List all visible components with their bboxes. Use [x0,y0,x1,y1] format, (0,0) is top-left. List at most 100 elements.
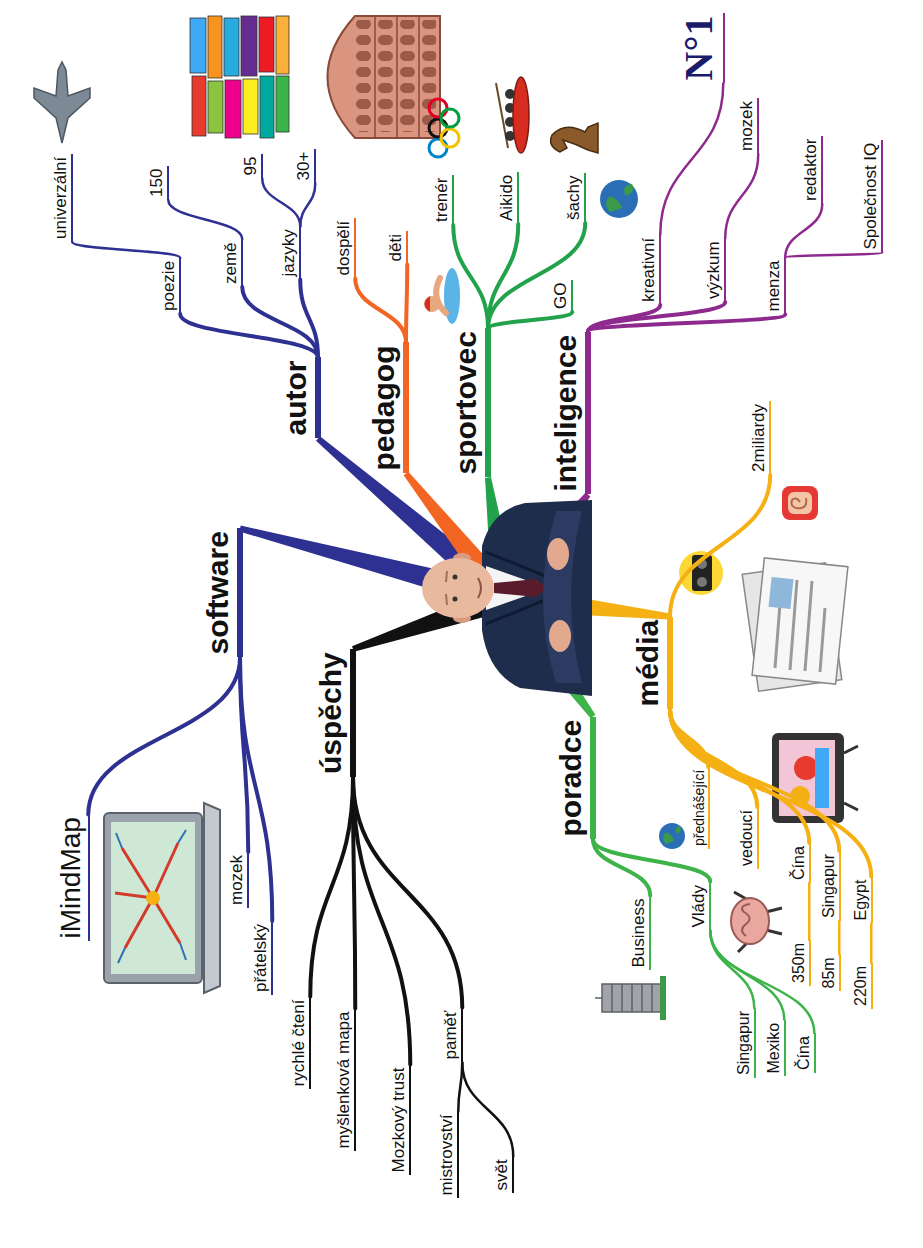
skyscraper-base [660,976,666,1020]
skyscraper-floors [595,984,652,1012]
topic-text: menza [764,260,784,311]
screen-mindmap [116,830,186,963]
branch-topic: 350m [790,940,811,986]
eye [453,597,458,602]
topic-text: N°1 [676,16,722,81]
globe [600,180,638,218]
book [208,16,222,78]
branch-topic: Singapur [735,1008,756,1078]
branch-topic: N°1 [676,13,725,84]
branch-topic: mistrovství [437,1111,460,1198]
branch-topic: země [221,239,244,287]
branch-connector [710,931,754,1009]
main-topic: inteligence [549,332,591,495]
topic-text: 350m [790,943,808,983]
book [224,18,239,76]
topic-text: dospělí [334,221,354,276]
branch-topic: Vlády [689,882,712,931]
topic-text: trenér [432,178,452,222]
olympic-ring [429,99,447,117]
branch-topic: Mozkový trust [389,1065,412,1176]
topic-text: Společnost IQ [861,143,881,250]
ear-icon-inner [788,492,812,514]
book [276,16,289,74]
globe-land [606,184,633,212]
branch-connector [355,279,406,343]
globe-land [663,826,681,844]
book [259,17,274,72]
branch-connector [808,883,811,940]
hand [549,620,571,652]
branch-topic: výzkum [704,238,727,302]
branch-connector [593,840,650,896]
topic-text: děti [386,234,406,261]
topic-text: redaktor [801,139,821,201]
branch-topic: univerzální [51,154,74,242]
topic-text: 150 [147,169,167,197]
branch-connector [725,154,758,238]
branch-topic: 220m [852,963,873,1009]
swim-cap [425,296,431,312]
branch-topic: myšlenková mapa [334,1008,357,1151]
head [422,558,494,618]
branch-connector [670,475,770,617]
book [276,76,289,132]
topic-text: výzkum [704,241,724,299]
branch-topic: Singapur [820,851,841,921]
branch-topic: vedoucí [738,807,759,869]
book [192,76,206,136]
branch-topic: 150 [147,166,170,200]
olympic-ring [441,129,459,147]
main-topic: pedagog [367,343,409,474]
branch-topic: mozek [227,852,250,908]
branch-connector [353,777,410,1065]
olympic-ring [429,139,447,157]
branch-topic: trenér [432,175,455,225]
olympic-ring [441,109,459,127]
brain-folds [742,904,750,936]
crossed-arms [543,511,582,683]
topic-text: Aikido [497,175,517,221]
branch-connector [88,658,240,815]
topic-text: poradce [554,720,589,837]
topic-text: přednášející [691,770,707,846]
coliseum-arches [352,20,436,132]
topic-text: mistrovství [437,1114,457,1195]
branch-topic: dospělí [334,218,357,279]
topic-text: 220m [852,966,870,1006]
branch-topic: poezie [159,258,182,314]
topic-text: Čína [795,1036,813,1070]
branch-connector [785,253,882,258]
branch-connector [660,84,723,236]
branch-topic: Společnost IQ [861,140,884,253]
topic-text: Mozkový trust [389,1068,409,1173]
branch-connector [670,710,839,852]
book [208,81,223,133]
brows [446,571,447,605]
topic-text: Singapur [735,1011,753,1075]
topic-text: 95 [241,157,261,176]
globe [659,823,685,849]
topic-text: svět [492,1159,512,1190]
hand [547,538,569,570]
topic-text: Egypt [852,880,870,921]
tv-legs [844,746,858,810]
branch-connector [300,280,318,358]
branch-connector [670,710,757,808]
topic-text: univerzální [51,157,71,239]
branch-connector [168,200,242,239]
branch-topic: rychlé čtení [289,997,312,1090]
branch-topic: redaktor [801,136,824,204]
newspaper-photo [768,577,793,609]
topic-text: iMindMap [55,817,87,938]
tv-cartoon [815,748,829,808]
topic-text: Čína [790,846,808,880]
branch-connector [300,184,315,227]
branch-connector [353,777,462,1008]
branch-topic: 85m [820,954,841,991]
branch-connector [180,314,318,358]
screen-center [146,891,160,905]
topic-text: vedoucí [738,810,756,866]
branch-connector [242,287,318,358]
